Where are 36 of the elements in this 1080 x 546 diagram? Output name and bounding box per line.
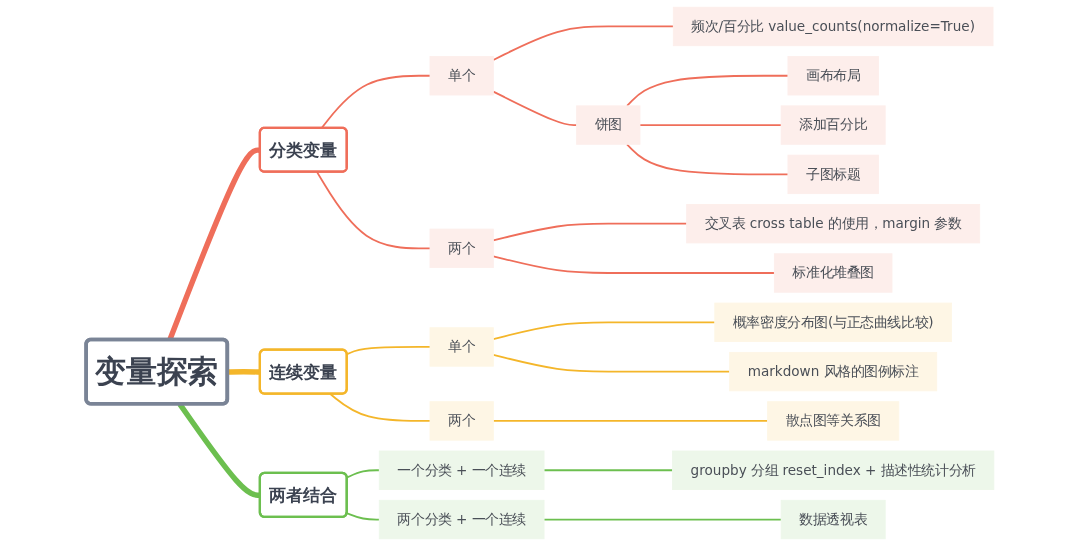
node-box: 两个 bbox=[429, 228, 494, 268]
connector bbox=[492, 90, 578, 126]
node-box: 数据透视表 bbox=[780, 499, 886, 540]
node-box: 一个分类 + 一个连续 bbox=[378, 450, 545, 490]
connector bbox=[346, 469, 381, 479]
node-box: 子图标题 bbox=[787, 154, 879, 195]
connector bbox=[492, 420, 769, 422]
connector bbox=[492, 222, 688, 242]
connector bbox=[329, 393, 431, 422]
node-box: 添加百分比 bbox=[780, 105, 886, 145]
node-box: 频次/百分比 value_counts(normalize=True) bbox=[672, 6, 994, 47]
connector bbox=[543, 518, 783, 521]
connector bbox=[316, 171, 431, 250]
connector bbox=[543, 469, 674, 472]
connector bbox=[227, 369, 261, 375]
connector bbox=[346, 346, 431, 356]
node-box: 标准化堆叠图 bbox=[773, 253, 893, 293]
node-box: markdown 风格的图例标注 bbox=[729, 351, 938, 392]
connector bbox=[492, 255, 776, 274]
node-box: 单个 bbox=[429, 327, 494, 367]
node-box: 两个 bbox=[429, 401, 494, 441]
connector bbox=[639, 124, 783, 126]
connector bbox=[492, 321, 716, 340]
connector bbox=[346, 512, 381, 521]
node-box: 画布布局 bbox=[787, 56, 879, 96]
node-box: 单个 bbox=[429, 56, 494, 96]
node-box: 散点图等关系图 bbox=[767, 401, 900, 441]
node-box: 交叉表 cross table 的使用，margin 参数 bbox=[686, 204, 981, 244]
connector bbox=[492, 25, 675, 61]
connector bbox=[626, 74, 789, 107]
node-box: 两个分类 + 一个连续 bbox=[378, 499, 545, 540]
node-box: 概率密度分布图(与正态曲线比较) bbox=[714, 302, 953, 342]
connector bbox=[492, 353, 731, 373]
node-box: groupby 分组 reset_index + 描述性统计分析 bbox=[672, 450, 995, 490]
node-box: 饼图 bbox=[576, 105, 641, 145]
connector bbox=[626, 143, 789, 176]
